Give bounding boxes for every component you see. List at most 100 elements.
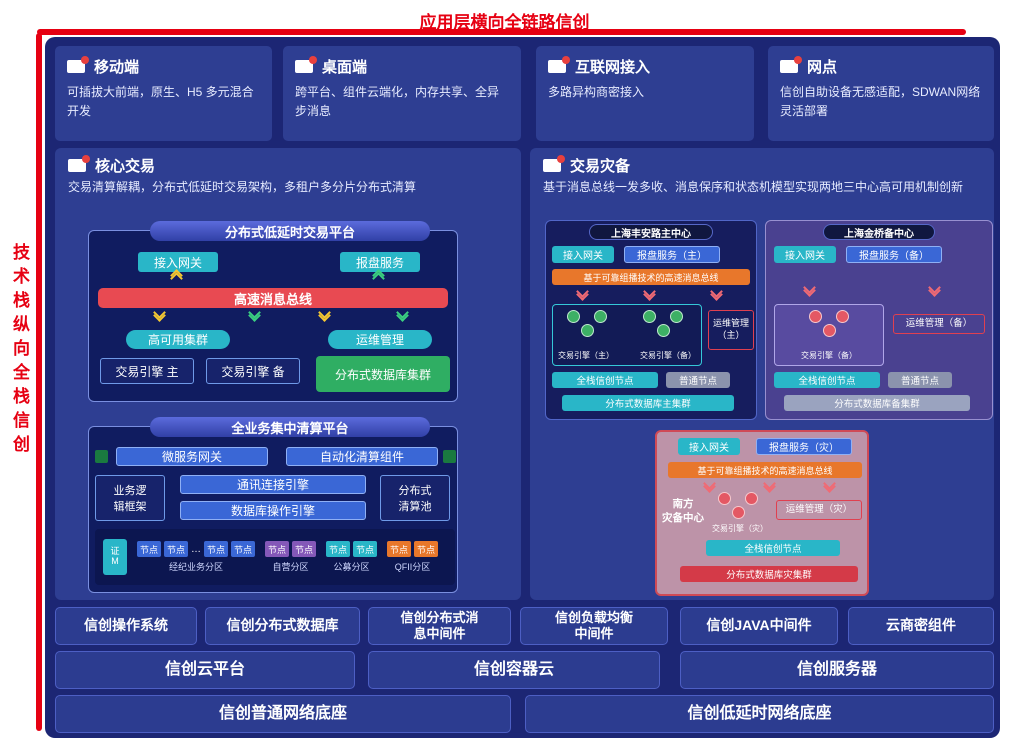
chevron-down-icon <box>576 285 589 301</box>
card-desktop-body: 跨平台、组件云端化，内存共享、全异步消息 <box>295 85 500 118</box>
chevron-down-icon <box>710 285 723 301</box>
card-mobile-body: 可插拔大前端，原生、H5 多元混合开发 <box>67 85 254 118</box>
chevron-up-icon <box>170 269 183 285</box>
chevron-down-icon <box>928 281 941 297</box>
node-box: 节点 <box>231 541 255 557</box>
engine-backup-label: 交易引擎（备） <box>801 351 857 360</box>
engine-node-group <box>565 310 609 337</box>
chevron-down-icon <box>703 477 716 493</box>
chevron-down-icon <box>396 306 409 322</box>
left-red-bar <box>36 33 42 731</box>
node-box: 节点 <box>353 541 377 557</box>
db-engine-box: 数据库操作引擎 <box>180 501 366 520</box>
card-internet-title: 互联网接入 <box>575 59 651 76</box>
main-engine-cluster: 交易引擎（主） 交易引擎（备） <box>552 304 702 366</box>
high-speed-bus-bar: 高速消息总线 <box>98 288 448 308</box>
dr-center-quote-box: 报盘服务（灾） <box>756 438 852 455</box>
backup-normal-node-bar: 普通节点 <box>888 372 952 388</box>
card-branch-title: 网点 <box>807 59 838 76</box>
dr-title: 交易灾备 <box>570 158 631 175</box>
shanghai-backup-center-title: 上海金桥备中心 <box>823 224 935 240</box>
access-gateway-box: 接入网关 <box>138 252 218 272</box>
trade-engine-backup-box: 交易引擎 备 <box>206 358 300 384</box>
partition-qfii-nodes: 节点 节点 <box>387 541 438 557</box>
dr-center-ops-box: 运维管理（灾） <box>776 500 862 520</box>
main-db-cluster-bar: 分布式数据库主集群 <box>562 395 734 411</box>
microservice-gateway-box: 微服务网关 <box>116 447 268 466</box>
bottom-message-middleware-box: 信创分布式消 息中间件 <box>368 607 511 645</box>
southern-dr-center-label: 南方 灾备中心 <box>662 498 704 525</box>
core-trading-icon <box>68 155 90 172</box>
main-center-ops-box: 运维管理 （主） <box>708 310 754 350</box>
mobile-icon <box>67 56 89 73</box>
comm-engine-box: 通讯连接引擎 <box>180 475 366 494</box>
node-box: 节点 <box>137 541 161 557</box>
bottom-cloud-crypto-box: 云商密组件 <box>848 607 994 645</box>
shanghai-main-center-title: 上海丰安路主中心 <box>589 224 713 240</box>
disaster-recovery-icon <box>543 155 565 172</box>
biz-framework-box: 业务逻 辑框架 <box>95 475 165 521</box>
card-branch: 网点 信创自助设备无感适配，SDWAN网络灵活部署 <box>768 46 994 141</box>
bottom-low-latency-network-box: 信创低延时网络底座 <box>525 695 994 733</box>
top-red-bar <box>37 29 966 35</box>
engine-primary-label: 交易引擎（主） <box>558 351 614 360</box>
backup-center-ops-box: 运维管理（备） <box>893 314 985 334</box>
bottom-server-box: 信创服务器 <box>680 651 994 689</box>
node-box: 节点 <box>265 541 289 557</box>
partition-label: 经纪业务分区 <box>168 562 223 572</box>
bottom-load-balancer-box: 信创负载均衡 中间件 <box>520 607 668 645</box>
partition-proprietary: 节点 节点 自营分区 <box>265 541 316 573</box>
chevron-down-icon <box>803 281 816 297</box>
backup-engine-cluster: 交易引擎（备） <box>774 304 884 366</box>
partition-public-fund-nodes: 节点 节点 <box>326 541 377 557</box>
ha-cluster-box: 高可用集群 <box>126 330 230 349</box>
internet-icon <box>548 56 570 73</box>
core-title: 核心交易 <box>95 158 156 175</box>
branch-icon <box>780 56 802 73</box>
chevron-down-icon <box>248 306 261 322</box>
node-box: 节点 <box>292 541 316 557</box>
backup-db-cluster-bar: 分布式数据库备集群 <box>784 395 970 411</box>
chevron-down-icon <box>153 306 166 322</box>
engine-node-group <box>641 310 685 337</box>
card-internet-header: 互联网接入 <box>548 56 742 77</box>
node-box: 节点 <box>204 541 228 557</box>
auto-clearing-component-box: 自动化清算组件 <box>286 447 438 466</box>
node-box: 节点 <box>414 541 438 557</box>
node-box: 节点 <box>387 541 411 557</box>
dr-db-cluster-bar: 分布式数据库灾集群 <box>680 566 858 582</box>
chevron-down-icon <box>643 285 656 301</box>
card-internet: 互联网接入 多路异构商密接入 <box>536 46 754 141</box>
green-connector-icon <box>443 450 456 463</box>
card-desktop-title: 桌面端 <box>322 59 368 76</box>
engine-node-group <box>716 492 760 519</box>
ellipsis-text: … <box>191 543 201 555</box>
main-center-gateway-box: 接入网关 <box>552 246 614 263</box>
chevron-down-icon <box>823 477 836 493</box>
bottom-distributed-db-box: 信创分布式数据库 <box>205 607 360 645</box>
distributed-db-cluster-box: 分布式数据库集群 <box>316 356 450 392</box>
engine-backup-label: 交易引擎（备） <box>640 351 696 360</box>
partition-label: QFII分区 <box>394 562 431 572</box>
card-desktop: 桌面端 跨平台、组件云端化，内存共享、全异步消息 <box>283 46 521 141</box>
bottom-os-box: 信创操作系统 <box>55 607 197 645</box>
partition-public-fund: 节点 节点 公募分区 <box>326 541 377 573</box>
node-box: 节点 <box>164 541 188 557</box>
backup-center-gateway-box: 接入网关 <box>774 246 836 263</box>
dr-subtitle: 基于消息总线一发多收、消息保序和状态机模型实现两地三中心高可用机制创新 <box>543 180 964 194</box>
bottom-cloud-platform-box: 信创云平台 <box>55 651 355 689</box>
core-subtitle: 交易清算解耦，分布式低延时交易架构，多租户多分片分布式清算 <box>68 180 417 194</box>
green-connector-icon <box>95 450 108 463</box>
partition-head-box: 证 M <box>103 539 127 575</box>
core-title-row: 核心交易 <box>68 155 155 176</box>
desktop-icon <box>295 56 317 73</box>
multicast-bus-bar: 基于可靠组播技术的高速消息总线 <box>552 269 750 285</box>
dr-center-gateway-box: 接入网关 <box>678 438 740 455</box>
partition-label: 公募分区 <box>333 562 370 572</box>
card-mobile-header: 移动端 <box>67 56 260 77</box>
main-normal-node-bar: 普通节点 <box>666 372 730 388</box>
quote-service-box: 报盘服务 <box>340 252 420 272</box>
card-desktop-header: 桌面端 <box>295 56 509 77</box>
node-box: 节点 <box>326 541 350 557</box>
